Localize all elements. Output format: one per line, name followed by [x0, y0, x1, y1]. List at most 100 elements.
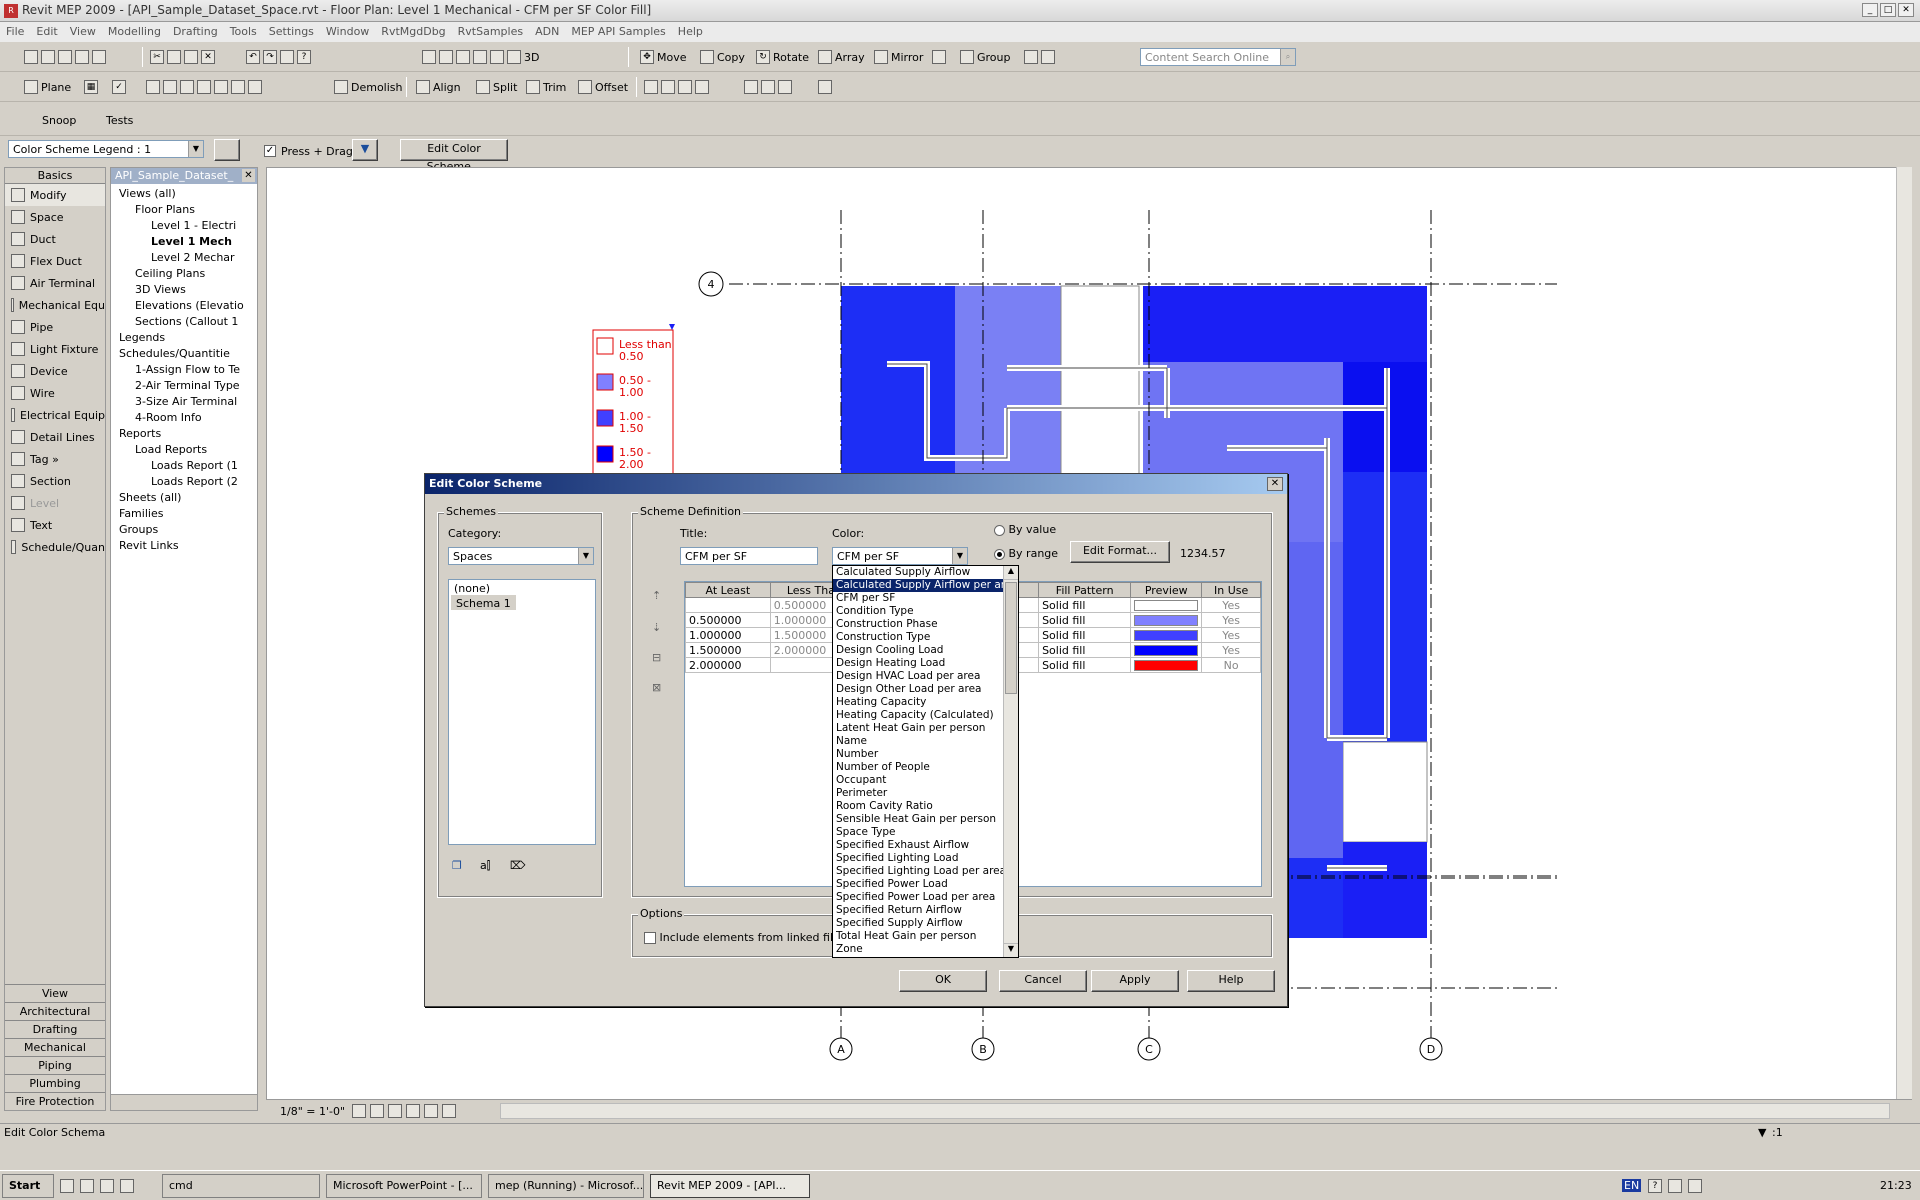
design-bar-tab[interactable]: Architectural [5, 1002, 105, 1020]
dropdown-option[interactable]: Latent Heat Gain per person [836, 722, 986, 734]
tool-group[interactable]: Group [977, 50, 1011, 64]
dropdown-option[interactable]: Construction Type [836, 631, 931, 643]
paint-icon[interactable] [180, 80, 194, 94]
column-header[interactable]: At Least [685, 582, 771, 598]
include-linked-checkbox[interactable]: Include elements from linked files [644, 931, 846, 944]
dropdown-option[interactable]: Space Type [836, 826, 896, 838]
type-properties-icon[interactable] [214, 139, 240, 161]
tree-node[interactable]: 1-Assign Flow to Te [135, 363, 240, 376]
tree-node[interactable]: 4-Room Info [135, 411, 202, 424]
design-bar-item[interactable]: Air Terminal [5, 272, 105, 294]
redo-icon[interactable]: ↷ [263, 50, 277, 64]
menu-mep-api-samples[interactable]: MEP API Samples [571, 25, 666, 38]
dropdown-option[interactable]: Construction Phase [836, 618, 938, 630]
column-header[interactable]: Preview [1130, 582, 1203, 598]
task-revit[interactable]: Revit MEP 2009 - [API... [650, 1174, 810, 1198]
open-icon[interactable] [41, 50, 55, 64]
check-icon[interactable]: ✓ [112, 80, 126, 94]
menu-settings[interactable]: Settings [268, 25, 314, 38]
lock-icon[interactable] [678, 80, 692, 94]
tool-plane[interactable]: Plane [41, 80, 72, 94]
vertical-scrollbar[interactable] [1896, 167, 1912, 1099]
edit-format-button[interactable]: Edit Format... [1070, 541, 1170, 563]
dropdown-option[interactable]: Specified Power Load per area [836, 891, 996, 903]
tree-node[interactable]: Level 1 Mech [151, 235, 232, 248]
dropdown-option[interactable]: Total Heat Gain per person [836, 930, 977, 942]
tag-icon[interactable] [744, 80, 758, 94]
tree-node[interactable]: Load Reports [135, 443, 208, 456]
dropdown-option[interactable]: Occupant [836, 774, 887, 786]
title-input[interactable]: CFM per SF [680, 547, 818, 565]
menu-file[interactable]: File [6, 25, 25, 38]
tree-node[interactable]: Schedules/Quantitie [119, 347, 230, 360]
design-bar-item[interactable]: Level [5, 492, 105, 514]
design-bar-item[interactable]: Mechanical Equ [5, 294, 105, 316]
design-bar-item[interactable]: Text [5, 514, 105, 536]
scheme-item-none[interactable]: (none) [454, 582, 491, 595]
tree-node[interactable]: Level 1 - Electri [151, 219, 237, 232]
remove-value-icon[interactable]: ⇣ [652, 621, 662, 634]
menu-view[interactable]: View [69, 25, 96, 38]
design-bar-item[interactable]: Schedule/Quan [5, 536, 105, 558]
help-tray-icon[interactable]: ? [1648, 1179, 1662, 1193]
type-selector[interactable]: Color Scheme Legend : 1▼ [8, 140, 204, 158]
tree-node[interactable]: Groups [119, 523, 159, 536]
trim-icon[interactable] [146, 80, 160, 94]
dropdown-option[interactable]: Number [836, 748, 879, 760]
undo-icon[interactable]: ↶ [246, 50, 260, 64]
help-button[interactable]: Help [1187, 970, 1275, 992]
close-icon[interactable]: ✕ [242, 169, 255, 182]
design-bar-item[interactable]: Wire [5, 382, 105, 404]
scheme-item-schema-1[interactable]: Schema 1 [451, 595, 516, 610]
new-icon[interactable] [24, 50, 38, 64]
dropdown-option[interactable]: Specified Power Load [836, 878, 948, 890]
rename-scheme-icon[interactable]: a⫿ [480, 859, 491, 872]
dropdown-option[interactable]: Design Heating Load [836, 657, 946, 669]
cut-geometry-icon[interactable] [231, 80, 245, 94]
dropdown-option[interactable]: Design Cooling Load [836, 644, 944, 656]
paste-aligned-icon[interactable] [661, 80, 675, 94]
tool-trim[interactable]: Trim [543, 80, 567, 94]
horizontal-scrollbar[interactable] [500, 1103, 1890, 1119]
help-icon[interactable]: ? [297, 50, 311, 64]
search-icon[interactable]: ⌕ [1280, 49, 1295, 65]
column-header[interactable]: In Use [1201, 582, 1261, 598]
menu-rvtmgddbg[interactable]: RvtMgdDbg [381, 25, 446, 38]
dropdown-option[interactable]: Calculated Supply Airflow [836, 566, 971, 578]
match-icon[interactable] [163, 80, 177, 94]
zoom-region-icon[interactable] [439, 50, 453, 64]
ok-button[interactable]: OK [899, 970, 987, 992]
dropdown-option[interactable]: Sensible Heat Gain per person [836, 813, 997, 825]
design-bar-item[interactable]: Modify [5, 184, 105, 206]
resize-icon[interactable] [932, 50, 946, 64]
add-value-icon[interactable]: ⇡ [652, 589, 662, 602]
close-icon[interactable]: ✕ [1267, 477, 1283, 491]
menu-rvtsamples[interactable]: RvtSamples [457, 25, 524, 38]
measure-icon[interactable] [695, 80, 709, 94]
snoop-button[interactable]: Snoop [42, 113, 77, 127]
dropdown-option[interactable]: CFM per SF [836, 592, 896, 604]
grid-icon[interactable]: ▦ [84, 80, 98, 94]
close-icon[interactable]: ✕ [1898, 3, 1914, 17]
design-bar-tab[interactable]: Mechanical [5, 1038, 105, 1056]
task-cmd[interactable]: cmd [162, 1174, 320, 1198]
split-face-icon[interactable] [197, 80, 211, 94]
pin-icon[interactable] [1024, 50, 1038, 64]
tree-node[interactable]: Views (all) [119, 187, 176, 200]
minimize-icon[interactable]: _ [1862, 3, 1878, 17]
apply-button[interactable]: Apply [1091, 970, 1179, 992]
tree-node[interactable]: Revit Links [119, 539, 179, 552]
menu-adn[interactable]: ADN [535, 25, 560, 38]
delete-scheme-icon[interactable]: ⌦ [510, 859, 526, 872]
menu-modelling[interactable]: Modelling [107, 25, 161, 38]
tool-3d[interactable]: 3D [524, 50, 540, 64]
dropdown-option[interactable]: Design HVAC Load per area [836, 670, 981, 682]
menu-drafting[interactable]: Drafting [172, 25, 218, 38]
design-bar-tab[interactable]: View [5, 984, 105, 1002]
3d-view-icon[interactable] [507, 50, 521, 64]
dropdown-option[interactable]: Specified Lighting Load [836, 852, 959, 864]
browser-scrollbar[interactable] [111, 1094, 257, 1110]
duplicate-scheme-icon[interactable]: ❐ [452, 859, 462, 872]
design-bar-item[interactable]: Electrical Equip [5, 404, 105, 426]
